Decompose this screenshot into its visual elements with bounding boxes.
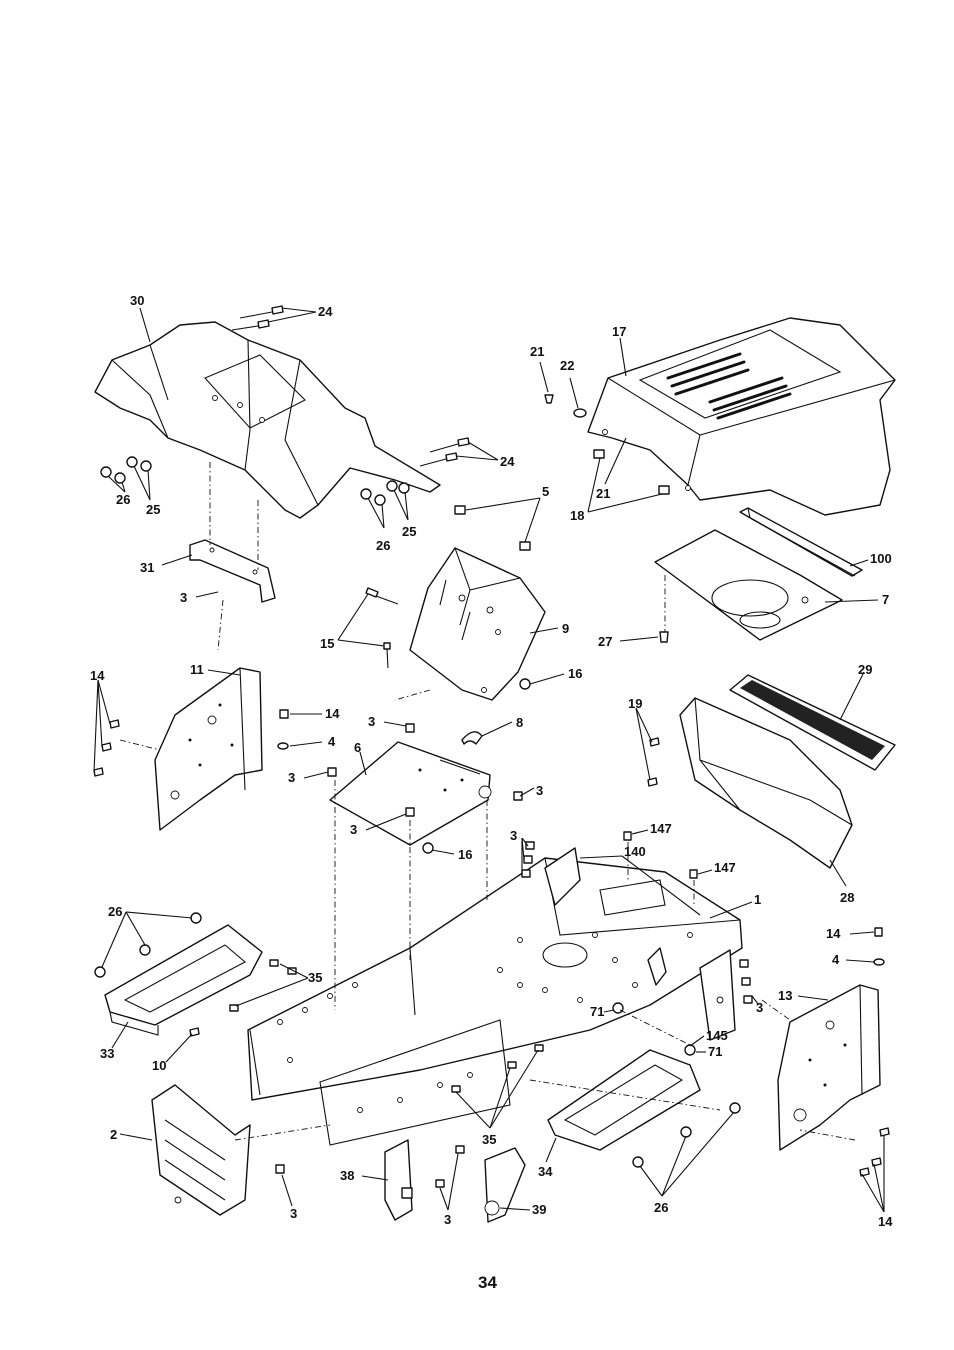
callout-140: 140 xyxy=(624,844,646,859)
callout-28: 28 xyxy=(840,890,854,905)
callout-3: 3 xyxy=(350,822,357,837)
callout-22: 22 xyxy=(560,358,574,373)
nut-71-b xyxy=(685,1045,695,1055)
bracket-39 xyxy=(485,1148,525,1222)
washer-4 xyxy=(278,743,288,749)
callout-21: 21 xyxy=(596,486,610,501)
callout-3: 3 xyxy=(368,714,375,729)
callout-15: 15 xyxy=(320,636,334,651)
callout-1: 1 xyxy=(754,892,761,907)
callout-17: 17 xyxy=(612,324,626,339)
bolt-14-right xyxy=(875,928,882,936)
page-number: 34 xyxy=(478,1273,497,1292)
callout-145: 145 xyxy=(706,1028,728,1043)
bolt-147-b xyxy=(690,870,697,878)
callout-147: 147 xyxy=(650,821,672,836)
callout-16: 16 xyxy=(568,666,582,681)
right-footrest-34 xyxy=(548,1050,700,1150)
callout-4: 4 xyxy=(832,952,840,967)
callout-30: 30 xyxy=(130,293,144,308)
callout-25: 25 xyxy=(146,502,160,517)
bolt-14-mid xyxy=(280,710,288,718)
callout-31: 31 xyxy=(140,560,154,575)
callout-3: 3 xyxy=(536,783,543,798)
callout-14: 14 xyxy=(325,706,340,721)
dash-panel-9 xyxy=(410,548,545,700)
nut-16-upper xyxy=(520,679,530,689)
bolt-3-rear xyxy=(276,1165,284,1173)
callout-24: 24 xyxy=(318,304,333,319)
callout-100: 100 xyxy=(870,551,892,566)
callout-2: 2 xyxy=(110,1127,117,1142)
callout-38: 38 xyxy=(340,1168,354,1183)
callout-16: 16 xyxy=(458,847,472,862)
left-footrest-33 xyxy=(105,925,262,1035)
left-side-plate-11 xyxy=(155,668,262,830)
callout-3: 3 xyxy=(756,1000,763,1015)
callout-25: 25 xyxy=(402,524,416,539)
callout-10: 10 xyxy=(152,1058,166,1073)
nut-71-a xyxy=(613,1003,623,1013)
callout-71: 71 xyxy=(590,1004,604,1019)
callout-3: 3 xyxy=(510,828,517,843)
callout-19: 19 xyxy=(628,696,642,711)
screw-27 xyxy=(660,632,668,642)
callout-39: 39 xyxy=(532,1202,546,1217)
washer-4-right xyxy=(874,959,884,965)
callout-27: 27 xyxy=(598,634,612,649)
callout-8: 8 xyxy=(516,715,523,730)
fender-nuts-right xyxy=(361,481,409,505)
callout-18: 18 xyxy=(570,508,584,523)
callout-11: 11 xyxy=(190,662,204,677)
fender-nuts-left xyxy=(101,457,151,483)
callout-9: 9 xyxy=(562,621,569,636)
hood-17 xyxy=(588,318,895,515)
callout-35: 35 xyxy=(482,1132,496,1147)
callout-3: 3 xyxy=(290,1206,297,1221)
callout-24: 24 xyxy=(500,454,515,469)
callout-3: 3 xyxy=(444,1212,451,1227)
callout-14: 14 xyxy=(90,668,105,683)
callout-34: 34 xyxy=(538,1164,553,1179)
bracket-38 xyxy=(385,1140,412,1220)
bolt-147-a xyxy=(624,832,631,840)
callout-26: 26 xyxy=(654,1200,668,1215)
callout-13: 13 xyxy=(778,988,792,1003)
bolts-14-left xyxy=(94,720,119,776)
right-side-plate-13 xyxy=(778,985,880,1150)
clamp-8 xyxy=(462,732,482,744)
callout-71: 71 xyxy=(708,1044,722,1059)
bolts-15 xyxy=(366,588,398,668)
callout-5: 5 xyxy=(542,484,549,499)
nut-16-lower xyxy=(423,843,433,853)
callout-26: 26 xyxy=(116,492,130,507)
callout-147: 147 xyxy=(714,860,736,875)
callout-21: 21 xyxy=(530,344,544,359)
callout-3: 3 xyxy=(180,590,187,605)
callout-14: 14 xyxy=(878,1214,893,1229)
callout-26: 26 xyxy=(376,538,390,553)
bolts-3-right xyxy=(740,960,752,1003)
callout-14: 14 xyxy=(826,926,841,941)
callout-4: 4 xyxy=(328,734,336,749)
callout-3: 3 xyxy=(288,770,295,785)
callout-26: 26 xyxy=(108,904,122,919)
callout-33: 33 xyxy=(100,1046,114,1061)
callout-7: 7 xyxy=(882,592,889,607)
bracket-31 xyxy=(190,540,275,602)
callout-6: 6 xyxy=(354,740,361,755)
grommets-5 xyxy=(455,506,530,550)
rear-bracket-2 xyxy=(152,1085,250,1215)
callout-29: 29 xyxy=(858,662,872,677)
callout-35: 35 xyxy=(308,970,322,985)
